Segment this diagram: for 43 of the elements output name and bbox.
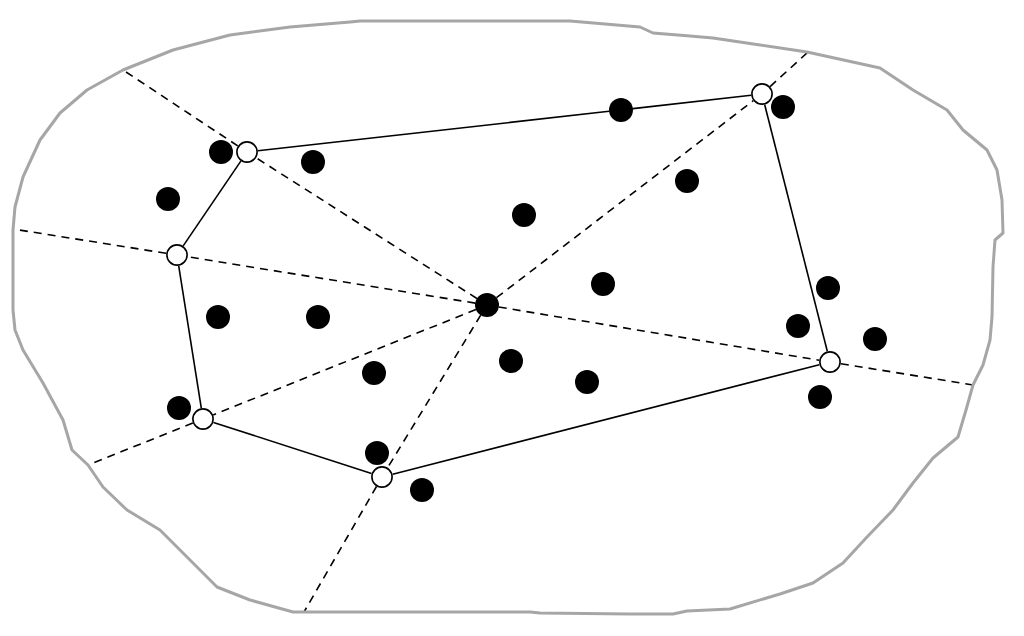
dot-icon [156, 187, 180, 211]
dot-icon [167, 396, 191, 420]
dot-icon [475, 293, 499, 317]
dashed-line [495, 99, 755, 299]
connector-line [763, 103, 829, 353]
dot-icon [786, 314, 810, 338]
dot-icon [863, 327, 887, 351]
connector-line [391, 363, 821, 476]
connector-line [257, 110, 610, 152]
region-outline [11, 19, 1005, 616]
dashed-line [498, 306, 820, 361]
connector-line [632, 94, 752, 110]
dot-icon [591, 272, 615, 296]
dashed-line [840, 362, 974, 386]
connector-line [182, 160, 242, 247]
dot-icon [301, 150, 325, 174]
connector-line [177, 265, 203, 409]
ring-icon [192, 408, 214, 430]
ring-icon [751, 83, 773, 105]
ring-icon [236, 141, 258, 163]
dot-icon [209, 140, 233, 164]
dashed-line [386, 314, 482, 469]
dashed-line [303, 485, 378, 613]
dot-icon [512, 203, 536, 227]
dot-icon [771, 95, 795, 119]
dot-icon [808, 385, 832, 409]
dashed-line [255, 157, 478, 300]
dashed-line [769, 51, 809, 88]
dot-icon [675, 169, 699, 193]
ring-icon [166, 244, 188, 266]
dot-icon [362, 361, 386, 385]
dot-icon [306, 305, 330, 329]
ring-icon [371, 466, 393, 488]
dot-icon [499, 349, 523, 373]
dot-icon [206, 305, 230, 329]
dashed-line [212, 308, 477, 416]
dot-icon [816, 276, 840, 300]
dot-icon [365, 441, 389, 465]
dot-icon [575, 370, 599, 394]
dot-icon [410, 478, 434, 502]
connector-line [212, 421, 373, 475]
dot-icon [609, 98, 633, 122]
ring-icon [819, 351, 841, 373]
